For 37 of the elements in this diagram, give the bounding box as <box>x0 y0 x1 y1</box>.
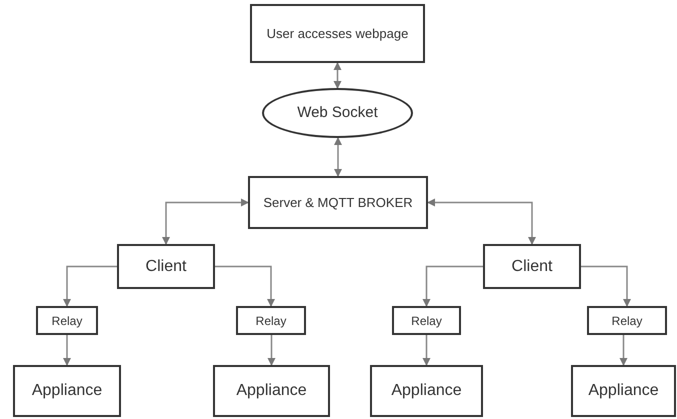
process-box <box>571 365 676 417</box>
connector-arrow <box>63 335 71 366</box>
node-label: Relay <box>410 312 443 330</box>
process-box <box>392 306 461 335</box>
node-label: Appliance <box>30 381 104 401</box>
node-label: Client <box>144 256 188 276</box>
process-box <box>13 365 121 417</box>
connector-arrow <box>268 335 276 366</box>
connector-arrow <box>422 335 430 366</box>
connector-arrow <box>422 266 483 307</box>
process-box <box>36 306 98 335</box>
process-box <box>213 365 330 417</box>
node-label: Relay <box>254 312 288 330</box>
process-box <box>587 306 667 335</box>
connector-arrow <box>581 266 631 307</box>
connector-arrow <box>215 266 275 307</box>
node-label: User accesses webpage <box>266 26 410 41</box>
node-label: Relay <box>610 312 644 330</box>
node-label: Appliance <box>235 381 308 401</box>
node-label: Client <box>510 256 554 276</box>
node-label: Relay <box>50 312 84 330</box>
node-label: Appliance <box>390 381 463 401</box>
process-box <box>250 4 425 63</box>
node-label: Appliance <box>587 381 660 401</box>
connector-arrow <box>334 62 342 89</box>
process-box <box>236 306 306 335</box>
connector-arrow <box>162 198 249 245</box>
process-box <box>248 176 428 229</box>
connector-arrow <box>334 137 342 177</box>
connector-arrow <box>620 335 628 366</box>
node-label: Web Socket <box>296 104 379 122</box>
process-box <box>483 244 581 289</box>
node-label: Server & MQTT BROKER <box>262 194 414 210</box>
process-box <box>117 244 215 289</box>
connector-arrow <box>427 198 536 245</box>
process-box <box>370 365 483 417</box>
connector-arrow <box>63 266 117 307</box>
